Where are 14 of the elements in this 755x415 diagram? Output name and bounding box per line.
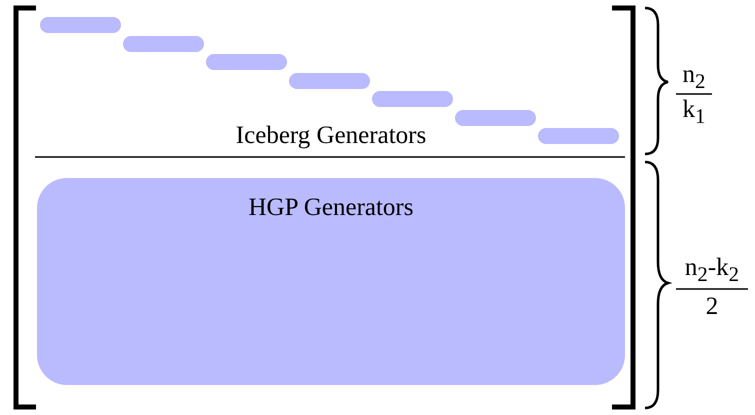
bar-shape: [206, 54, 287, 70]
bar-shape: [455, 110, 536, 126]
fraction-denominator: k$_{1}$: [682, 97, 706, 127]
bar-shape: [40, 17, 121, 33]
block-title: HGP Generators: [247, 195, 414, 220]
fraction-numerator: n$_{2}$: [682, 62, 706, 92]
rounded-block: [37, 178, 625, 385]
bar-shape: [372, 91, 453, 107]
bar-shape: [289, 72, 370, 88]
fraction-denominator: 2: [704, 294, 720, 319]
section-label: Iceberg Generators: [234, 123, 428, 148]
fraction-numerator: n$_{2}$-k$_{2}$: [684, 255, 740, 285]
bar-shape: [123, 36, 204, 52]
bar-shape: [538, 128, 619, 144]
